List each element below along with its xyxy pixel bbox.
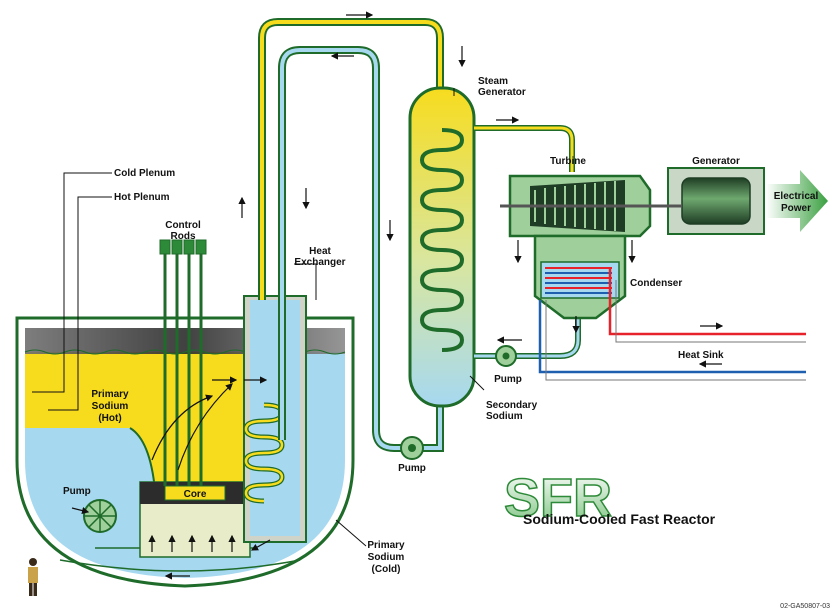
sfr-logo: SFR	[504, 468, 612, 528]
secondary-loop	[258, 18, 444, 452]
human-scale-figure	[28, 558, 38, 596]
primary-cold-label-2: Sodium	[368, 552, 405, 563]
pump-label-feedwater: Pump	[494, 374, 522, 385]
generator	[650, 167, 765, 235]
secondary-sodium-label-1: Secondary	[486, 400, 538, 411]
flow-arrows	[71, 11, 724, 580]
sfr-subtitle: Sodium-Cooled Fast Reactor	[523, 511, 716, 527]
condenser-label: Condenser	[630, 278, 682, 289]
electrical-power-label-1: Electrical	[774, 191, 819, 202]
turbine-label: Turbine	[550, 156, 586, 167]
heat-exchanger-label-2: Exchanger	[294, 257, 345, 268]
heat-exchanger	[243, 295, 307, 543]
hot-plenum-label: Hot Plenum	[114, 192, 170, 203]
steam-generator-label-2: Generator	[478, 87, 526, 98]
control-rods-label-1: Control	[165, 220, 201, 231]
primary-pump	[83, 499, 117, 533]
steam-generator-label-1: Steam	[478, 76, 508, 87]
cold-plenum-label: Cold Plenum	[114, 168, 175, 179]
leader-lines	[32, 88, 485, 547]
secondary-sodium-label-2: Sodium	[486, 411, 523, 422]
turbine	[500, 174, 660, 238]
primary-cold-label-1: Primary	[367, 540, 405, 551]
pump-label-secondary: Pump	[398, 463, 426, 474]
electrical-power-arrow	[766, 170, 828, 232]
pump-label-primary: Pump	[63, 486, 91, 497]
primary-hot-label-3: (Hot)	[98, 413, 121, 424]
electrical-power-label-2: Power	[781, 203, 811, 214]
control-rods	[159, 239, 207, 486]
secondary-pump-lower	[400, 436, 424, 460]
heat-sink-lines	[538, 268, 806, 381]
steam-loop	[474, 125, 581, 359]
generator-label: Generator	[692, 156, 740, 167]
condenser	[533, 234, 627, 320]
core-label: Core	[184, 489, 207, 500]
primary-hot-label-2: Sodium	[92, 401, 129, 412]
primary-hot-label-1: Primary	[91, 389, 129, 400]
steam-generator	[408, 86, 476, 408]
reactor-core: Core	[139, 481, 251, 558]
primary-cold-label-3: (Cold)	[372, 564, 401, 575]
heat-exchanger-label-1: Heat	[309, 246, 331, 257]
heat-sink-label: Heat Sink	[678, 350, 724, 361]
document-id: 02-GA50807-03	[780, 603, 830, 610]
feedwater-pump	[495, 345, 517, 367]
control-rods-label-2: Rods	[171, 231, 196, 242]
